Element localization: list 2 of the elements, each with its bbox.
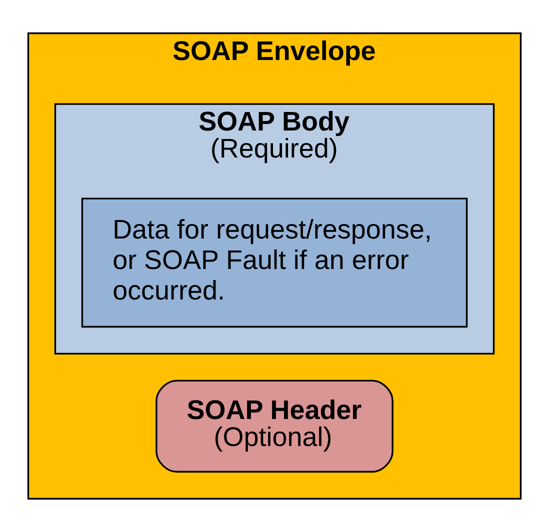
node-box: SOAP Header (Optional)	[156, 380, 394, 473]
node-box: Data for request/response, or SOAP Fault if an error occurred.	[81, 198, 468, 328]
